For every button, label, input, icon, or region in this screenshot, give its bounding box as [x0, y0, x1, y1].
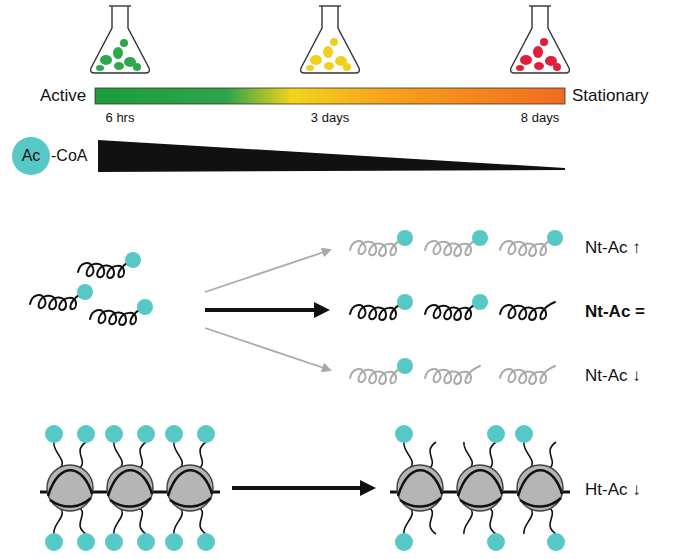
acetyl-mark	[105, 533, 123, 551]
histone-tail	[464, 442, 472, 468]
histone-tail	[140, 442, 146, 468]
histone-tail	[430, 442, 436, 468]
dna-wrap	[48, 470, 92, 496]
histone-tail	[54, 508, 62, 534]
protein-cluster-start	[30, 252, 153, 325]
acetyl-mark	[197, 425, 215, 443]
time-bar	[95, 88, 565, 104]
histone-tail	[404, 508, 412, 534]
chromatin-group	[40, 425, 570, 551]
acetyl-mark	[77, 533, 95, 551]
nucleosome	[397, 465, 443, 511]
histone-tail	[54, 442, 62, 468]
protein-row-unchanged	[350, 294, 555, 320]
nucleosome	[457, 465, 503, 511]
dna-wrap	[50, 498, 91, 507]
dna-wrap	[108, 470, 152, 496]
dna-wrap	[458, 470, 502, 496]
phase-label: Stationary	[572, 87, 649, 106]
nt-ac-label: Nt-Ac ↓	[585, 367, 641, 386]
dna-wrap	[170, 498, 211, 507]
acetyl-mark	[487, 533, 505, 551]
histone-tail	[140, 508, 146, 534]
histone-tail	[200, 442, 206, 468]
acetyl-circle: Ac	[12, 137, 50, 175]
time-label: 8 days	[521, 111, 559, 125]
histone-tail	[550, 508, 556, 534]
arrow-increase	[205, 250, 330, 292]
dna-wrap	[520, 498, 561, 507]
histone-tail	[174, 442, 182, 468]
protein-row-increase	[350, 230, 563, 256]
dna-wrap	[398, 470, 442, 496]
ht-ac-label: Ht-Ac ↓	[585, 481, 641, 500]
coa-label: -CoA	[51, 147, 87, 165]
acetyl-mark	[165, 533, 183, 551]
histone-tail	[174, 508, 182, 534]
node-text: Ac	[22, 147, 41, 165]
phase-label: Active	[40, 87, 86, 106]
dna-wrap	[518, 470, 562, 496]
histone-tail	[114, 442, 122, 468]
dna-wrap	[110, 498, 151, 507]
protein-row-decrease	[350, 358, 555, 384]
histone-tail	[490, 508, 496, 534]
flask-mid	[301, 6, 360, 73]
acetyl-mark	[395, 425, 413, 443]
histone-tail	[404, 442, 412, 468]
nucleosome	[517, 465, 563, 511]
histone-tail	[80, 508, 86, 534]
acetyl-coa-wedge	[98, 140, 565, 172]
acetyl-mark	[137, 425, 155, 443]
flask-active	[91, 6, 150, 73]
arrow-chromatin	[232, 486, 372, 490]
histone-tail	[490, 442, 496, 468]
dna-wrap	[168, 470, 212, 496]
histone-tail	[524, 442, 532, 468]
acetyl-mark	[77, 425, 95, 443]
arrow-decrease	[205, 328, 330, 370]
acetyl-mark	[137, 533, 155, 551]
histone-tail	[80, 442, 86, 468]
nucleosome	[107, 465, 153, 511]
histone-tail	[430, 508, 436, 534]
nt-ac-label: Nt-Ac ↑	[585, 239, 641, 258]
histone-tail	[114, 508, 122, 534]
dna-wrap	[460, 498, 501, 507]
flask-stationary	[511, 6, 570, 73]
time-label: 3 days	[311, 111, 349, 125]
acetyl-mark	[547, 533, 565, 551]
arrow-unchanged	[205, 308, 326, 312]
time-label: 6 hrs	[106, 111, 135, 125]
nucleosome	[167, 465, 213, 511]
acetyl-mark	[395, 533, 413, 551]
histone-tail	[524, 508, 532, 534]
histone-tail	[550, 442, 556, 468]
acetyl-mark	[105, 425, 123, 443]
histone-tail	[464, 508, 472, 534]
acetyl-mark	[165, 425, 183, 443]
nt-ac-label: Nt-Ac =	[585, 303, 645, 322]
acetyl-mark	[45, 425, 63, 443]
acetyl-mark	[487, 425, 505, 443]
nucleosome	[47, 465, 93, 511]
dna-wrap	[400, 498, 441, 507]
acetyl-mark	[515, 425, 533, 443]
histone-tail	[200, 508, 206, 534]
acetyl-mark	[197, 533, 215, 551]
acetyl-mark	[45, 533, 63, 551]
